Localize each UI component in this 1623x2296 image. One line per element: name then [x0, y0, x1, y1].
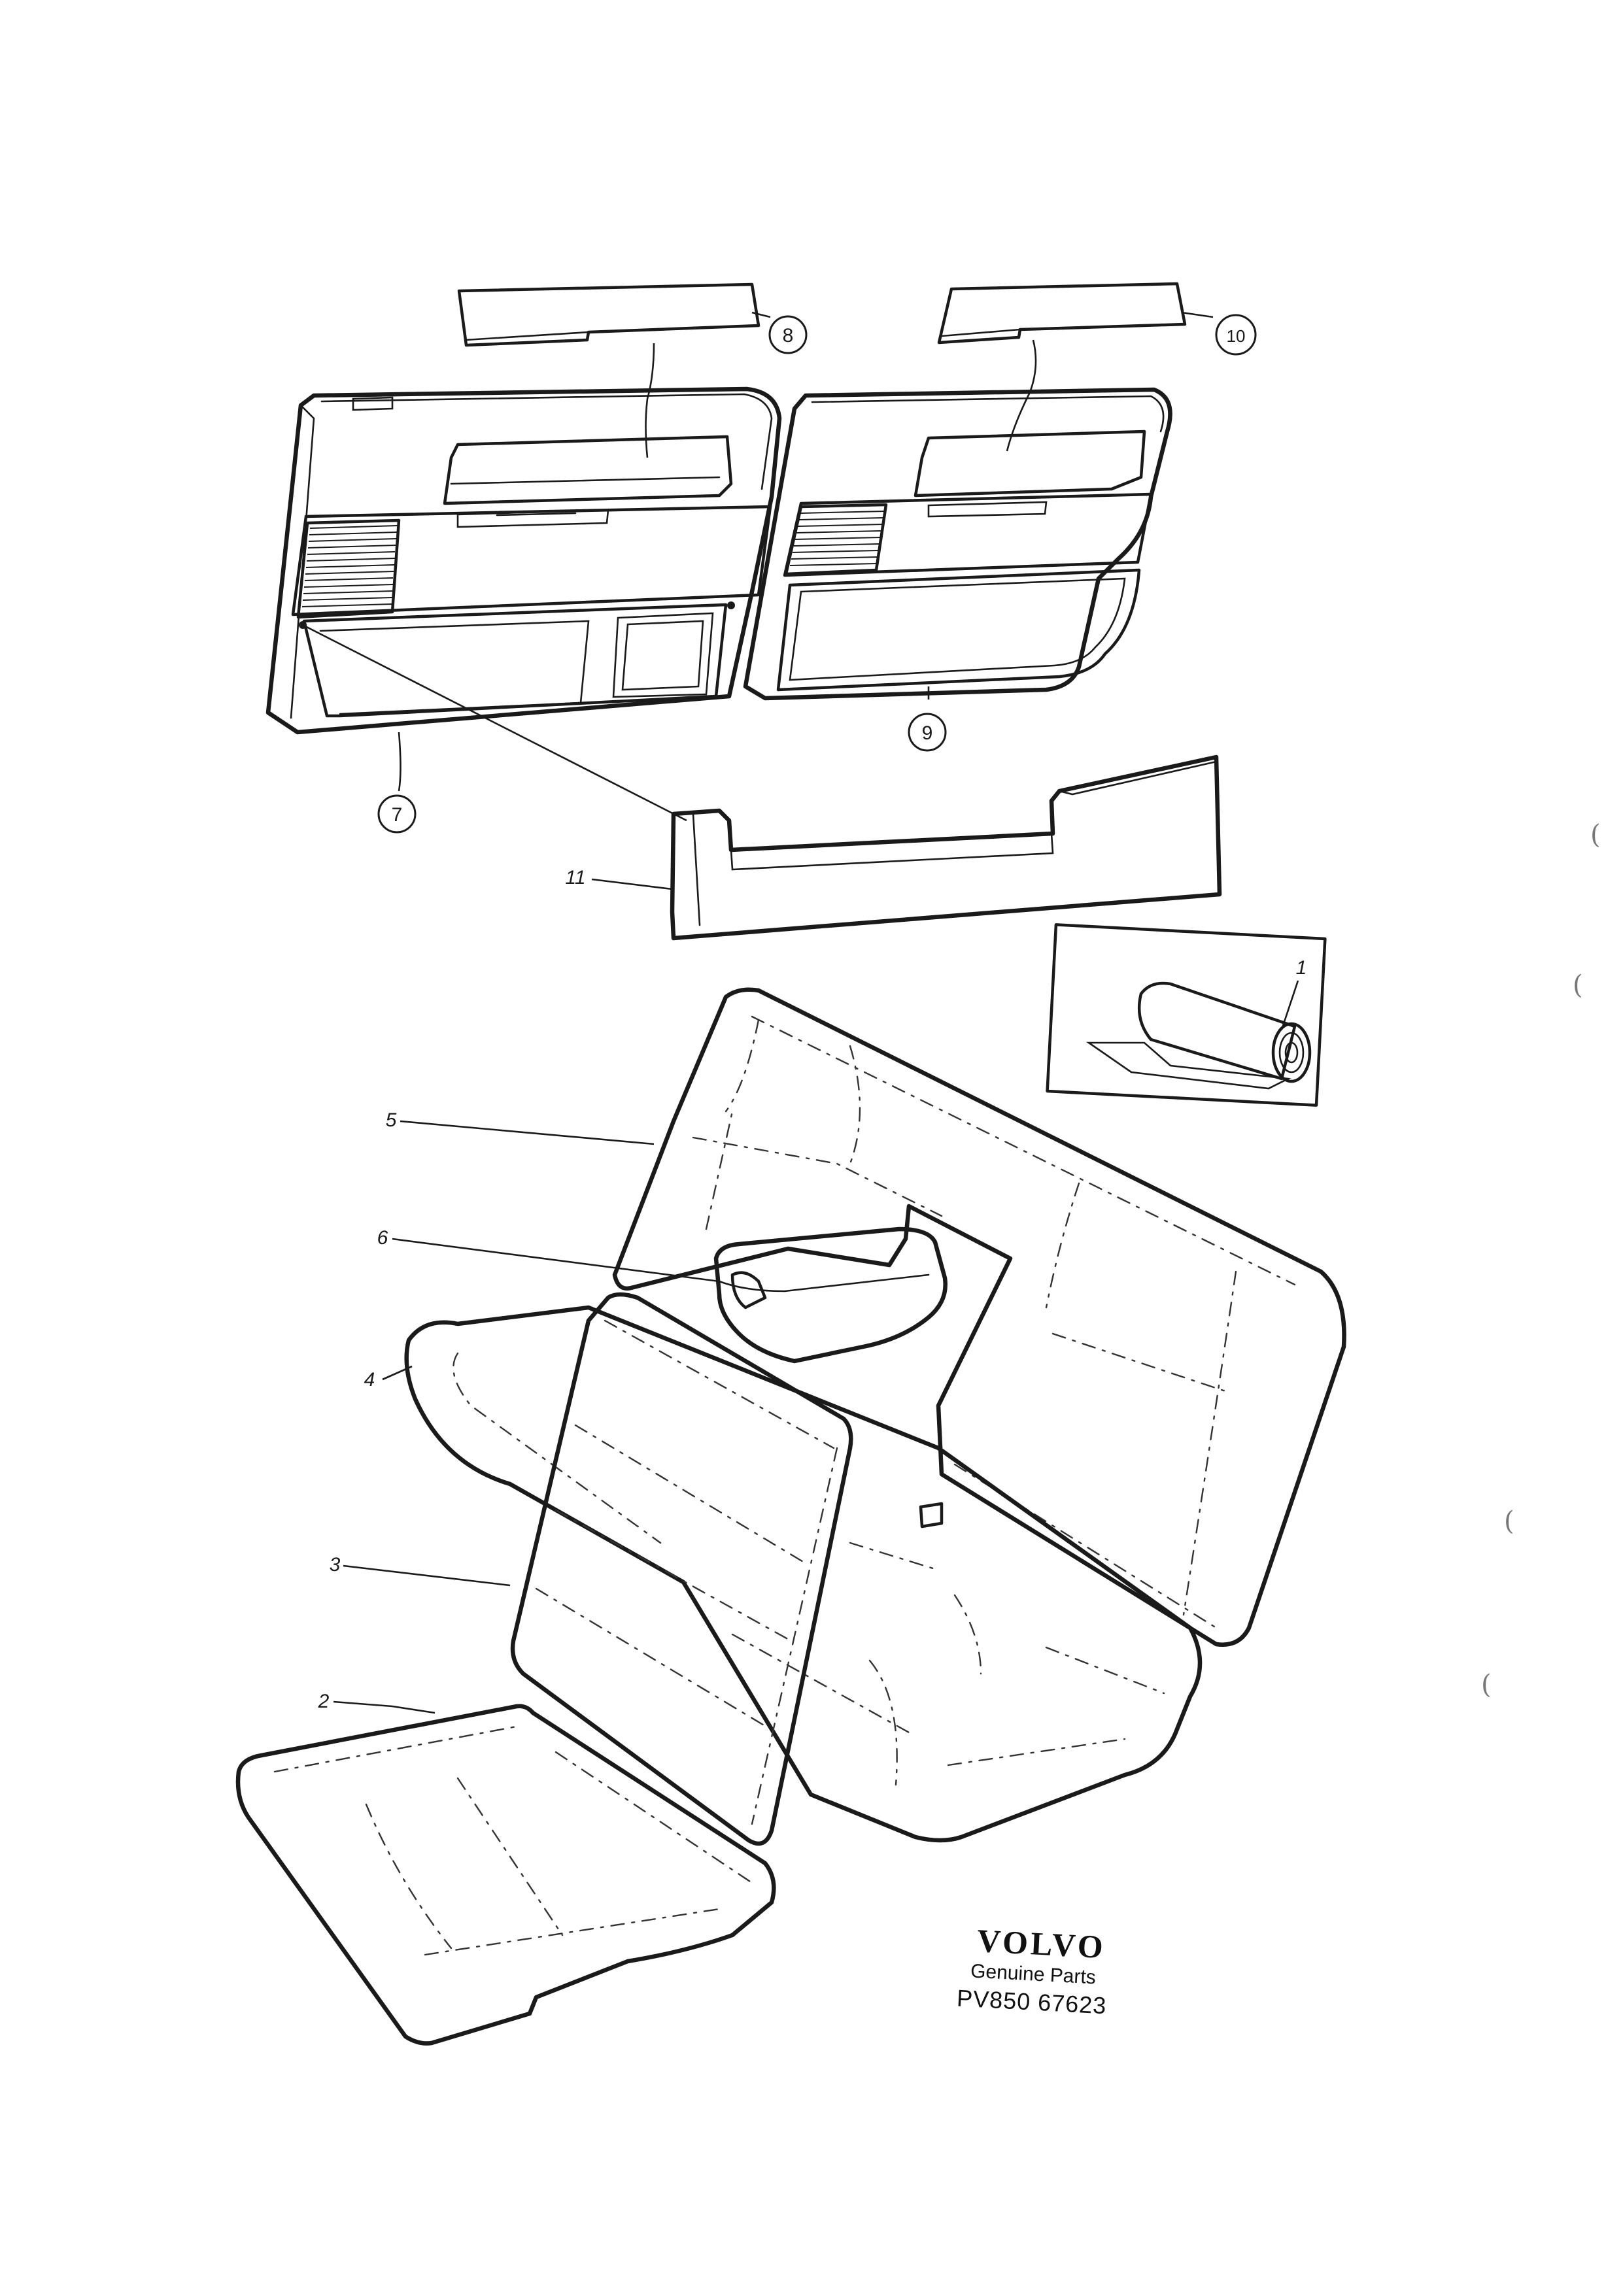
- callout-3: 3: [330, 1554, 341, 1576]
- margin-marks: ( ( ( (: [1481, 820, 1601, 1700]
- part-1-material-roll: [1046, 923, 1327, 1107]
- part-7-door-panel: [265, 386, 782, 735]
- svg-text:8: 8: [783, 325, 794, 346]
- svg-text:11: 11: [565, 867, 585, 888]
- svg-text:6: 6: [377, 1227, 388, 1249]
- speaker-grille: [784, 503, 888, 576]
- svg-text:4: 4: [364, 1369, 375, 1391]
- volvo-genuine-parts-stamp: VOLVO Genuine Parts PV850 67623: [956, 1922, 1107, 2019]
- svg-text:Genuine Parts: Genuine Parts: [970, 1960, 1096, 1988]
- svg-text:3: 3: [330, 1554, 341, 1576]
- callout-11: 11: [565, 867, 585, 888]
- part-8-trim-strip: [457, 282, 760, 347]
- svg-text:10: 10: [1227, 326, 1246, 346]
- callout-4: 4: [364, 1369, 375, 1391]
- callout-8: 8: [768, 315, 808, 354]
- callout-9: 9: [908, 713, 947, 752]
- part-5-seat-backrest: [612, 987, 1346, 1647]
- part-2-seat-cushion: [235, 1704, 776, 2046]
- svg-text:2: 2: [318, 1691, 330, 1712]
- svg-text:VOLVO: VOLVO: [976, 1922, 1106, 1965]
- leader-lines: [302, 311, 1299, 1714]
- part-11-lower-trim: [670, 754, 1222, 941]
- svg-text:PV850 67623: PV850 67623: [956, 1984, 1107, 2019]
- svg-text:9: 9: [922, 722, 933, 744]
- part-6-armrest: [713, 1226, 948, 1364]
- svg-text:(: (: [1481, 1670, 1492, 1700]
- callout-1: 1: [1296, 957, 1307, 979]
- callout-6: 6: [377, 1227, 388, 1249]
- callout-7: 7: [377, 794, 417, 834]
- svg-text:7: 7: [392, 804, 403, 826]
- part-10-trim-strip: [937, 282, 1187, 345]
- speaker-grille: [296, 518, 401, 619]
- callout-2: 2: [318, 1691, 330, 1712]
- svg-text:5: 5: [386, 1109, 397, 1131]
- part-3-seat-back-section: [510, 1292, 853, 1846]
- callout-10: 10: [1215, 314, 1257, 356]
- svg-text:1: 1: [1296, 957, 1307, 979]
- part-9-door-panel: [743, 387, 1172, 701]
- svg-text:(: (: [1504, 1506, 1514, 1536]
- callout-5: 5: [386, 1109, 397, 1131]
- part-4-seat-cushion: [404, 1305, 1203, 1843]
- svg-text:(: (: [1573, 970, 1583, 1000]
- svg-text:(: (: [1590, 820, 1601, 850]
